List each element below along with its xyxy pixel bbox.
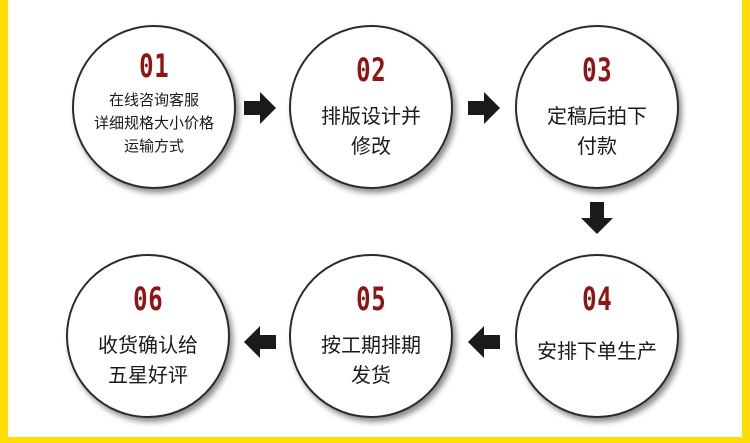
arrow-down-icon [579, 200, 615, 236]
step-06-number: 06 [132, 280, 164, 318]
step-05-text: 按工期排期 发货 [321, 333, 421, 387]
arrow-left-icon [466, 324, 502, 360]
step-02-circle: 02 排版设计并 修改 [289, 25, 453, 189]
step-03-text: 定稿后拍下 付款 [547, 104, 647, 158]
step-01-text: 在线咨询客服 详细规格大小价格 运输方式 [93, 91, 214, 155]
step-05-number: 05 [355, 280, 387, 318]
step-04-circle: 04 安排下单生产 [515, 254, 679, 418]
step-06-text: 收货确认给 五星好评 [98, 333, 198, 387]
step-01-circle: 01 在线咨询客服 详细规格大小价格 运输方式 [72, 25, 236, 189]
step-03-circle: 03 定稿后拍下 付款 [515, 25, 679, 189]
arrow-right-icon [242, 90, 278, 126]
step-02-number: 02 [355, 51, 387, 89]
step-04-number: 04 [581, 280, 613, 318]
step-04-text: 安排下单生产 [537, 339, 657, 363]
arrow-right-icon [466, 90, 502, 126]
step-02-text: 排版设计并 修改 [321, 104, 421, 158]
step-03-number: 03 [581, 51, 613, 89]
step-01-number: 01 [138, 47, 170, 85]
arrow-left-icon [242, 324, 278, 360]
step-06-circle: 06 收货确认给 五星好评 [66, 254, 230, 418]
step-05-circle: 05 按工期排期 发货 [289, 254, 453, 418]
